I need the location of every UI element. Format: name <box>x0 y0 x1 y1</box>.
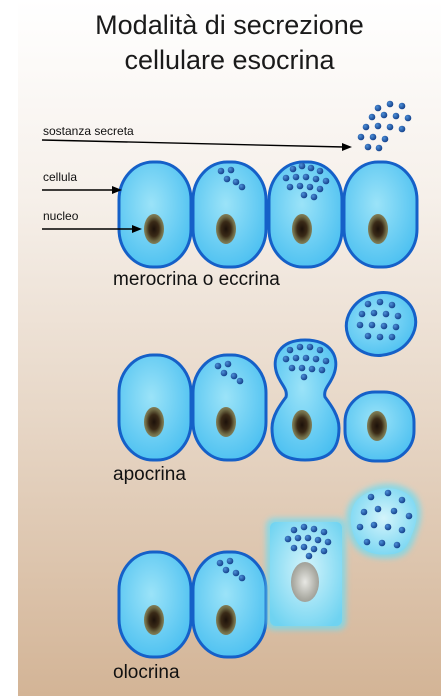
nucleus <box>292 410 312 440</box>
merocrine-row: sostanza secreta cellula nucleo merocrin… <box>42 101 417 290</box>
cell <box>193 355 266 460</box>
nucleus <box>292 214 312 244</box>
nucleus <box>144 214 164 244</box>
nucleus <box>367 411 387 441</box>
nucleus <box>216 214 236 244</box>
label-secreted-substance: sostanza secreta <box>43 124 134 138</box>
nucleus <box>216 605 236 635</box>
caption-apocrine: apocrina <box>113 464 186 485</box>
nucleus <box>368 214 388 244</box>
holocrine-row: olocrina <box>113 484 421 683</box>
cell <box>193 552 266 657</box>
label-cell: cellula <box>43 170 77 184</box>
released-vesicle <box>338 284 424 365</box>
caption-holocrine: olocrina <box>113 662 180 683</box>
nucleus <box>144 605 164 635</box>
apocrine-row: apocrina <box>113 284 424 485</box>
secretion-diagram: sostanza secreta cellula nucleo merocrin… <box>18 0 441 696</box>
cell <box>119 552 191 657</box>
degenerating-nucleus <box>291 562 319 602</box>
caption-merocrine: merocrina o eccrina <box>113 269 280 290</box>
nucleus <box>144 407 164 437</box>
nucleus <box>216 407 236 437</box>
diagram-canvas: Modalità di secrezione cellulare esocrin… <box>18 0 441 696</box>
label-nucleus: nucleo <box>43 209 79 223</box>
